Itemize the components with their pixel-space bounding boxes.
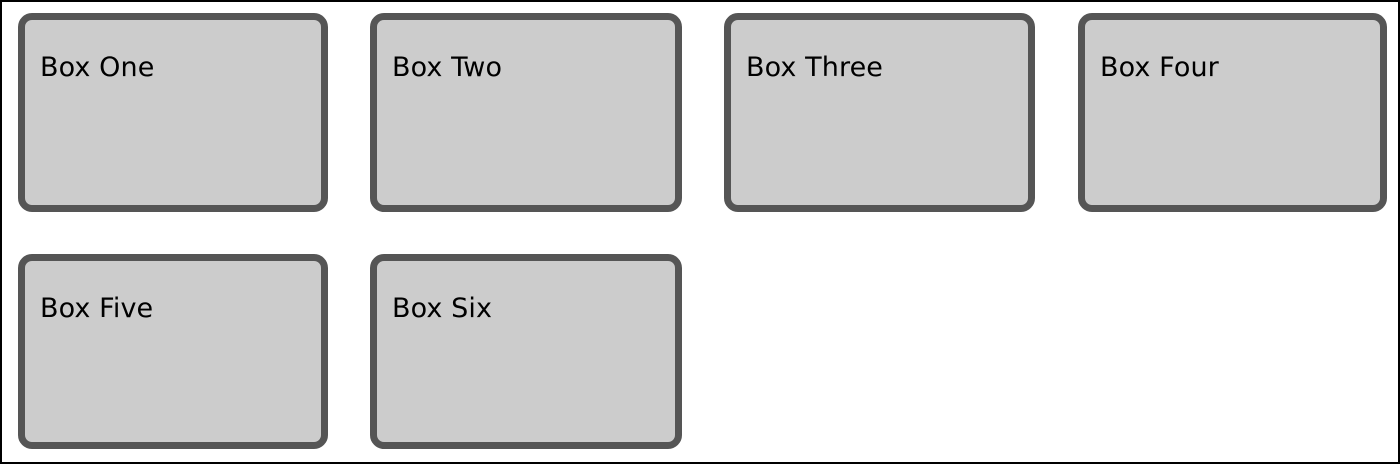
- box-card-five[interactable]: Box Five: [18, 254, 328, 449]
- box-card-three[interactable]: Box Three: [724, 13, 1035, 212]
- box-card-six-label: Box Six: [392, 293, 493, 324]
- box-card-six[interactable]: Box Six: [370, 254, 682, 449]
- box-card-one[interactable]: Box One: [18, 13, 328, 212]
- box-card-three-label: Box Three: [746, 52, 884, 83]
- box-card-four-label: Box Four: [1100, 52, 1219, 83]
- box-card-two[interactable]: Box Two: [370, 13, 682, 212]
- box-card-four[interactable]: Box Four: [1078, 13, 1387, 212]
- box-card-one-label: Box One: [40, 52, 155, 83]
- box-card-five-label: Box Five: [40, 293, 154, 324]
- box-card-two-label: Box Two: [392, 52, 503, 83]
